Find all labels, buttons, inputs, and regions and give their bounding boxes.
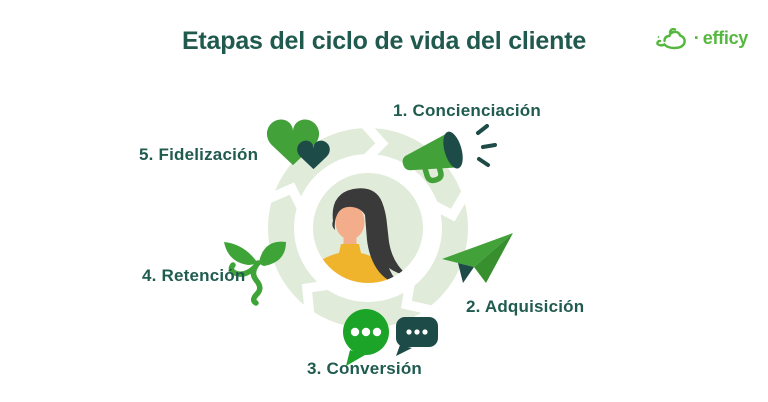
chat-bubbles-icon [343,309,438,366]
cycle-chevrons [263,118,472,318]
cycle-chevron [357,118,389,168]
lifecycle-ring [263,118,472,328]
cycle-chevron [301,279,337,318]
stage-label-retencion: 4. Retención [142,266,246,285]
logo-brand-text: efficy [702,28,749,48]
whale-icon [655,27,686,50]
sprout-icon [224,241,286,306]
logo-separator: · [693,28,700,48]
person-hair [332,188,407,283]
person-face [335,204,365,240]
paper-plane-icon [442,233,513,283]
stage-label-adquisicion: 2. Adquisición [466,297,585,316]
cycle-chevron [400,275,436,316]
megaphone-icon [402,124,497,184]
sound-lines [476,124,497,167]
stage-label-concienciacion: 1. Concienciación [393,101,541,120]
page-title: Etapas del ciclo de vida del cliente [181,27,587,55]
stage-label-fidelizacion: 5. Fidelización [139,145,259,164]
hearts-icon [266,119,330,170]
cycle-chevron [263,182,310,217]
cycle-chevron [424,187,472,222]
brand-logo: · efficy [655,24,749,52]
stage-label-conversion: 3. Conversión [307,359,423,378]
